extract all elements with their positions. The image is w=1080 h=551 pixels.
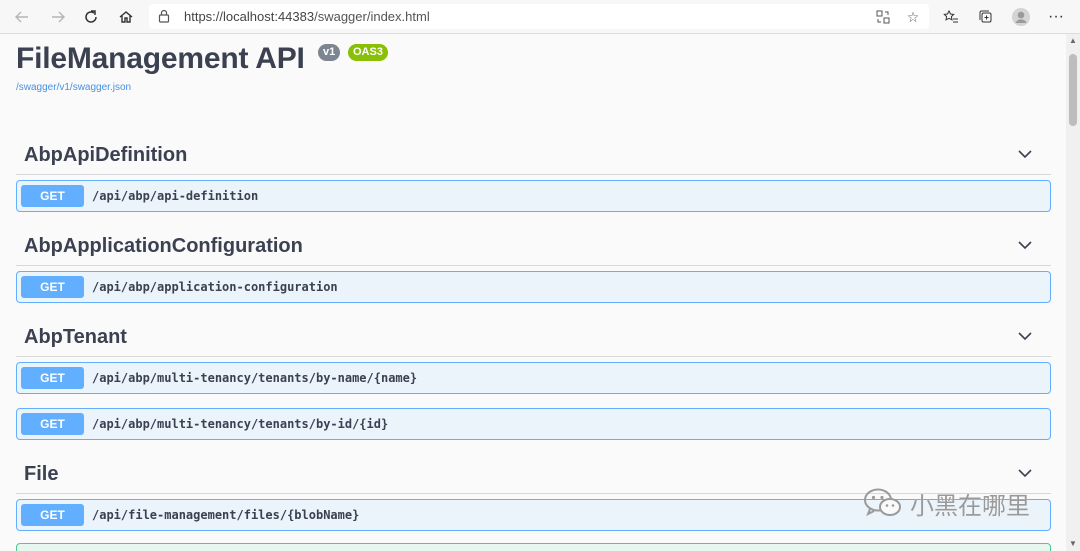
tag-section-file: File GET /api/file-management/files/{blo… — [16, 455, 1051, 551]
wechat-icon — [864, 488, 901, 517]
tag-section-abpapidefinition: AbpApiDefinition GET /api/abp/api-defini… — [16, 136, 1051, 212]
watermark-text: 小黑在哪里 — [910, 491, 1030, 520]
tag-section-abpapplicationconfiguration: AbpApplicationConfiguration GET /api/abp… — [16, 227, 1051, 303]
tag-header[interactable]: AbpApplicationConfiguration — [16, 227, 1051, 266]
refresh-icon[interactable] — [78, 4, 104, 30]
scrollbar-thumb[interactable] — [1069, 54, 1077, 126]
method-badge: GET — [21, 276, 84, 298]
tag-name: AbpApplicationConfiguration — [24, 235, 303, 257]
browser-toolbar: https://localhost:44383/swagger/index.ht… — [0, 0, 1080, 34]
tag-name: AbpTenant — [24, 326, 127, 348]
operation-path: /api/abp/multi-tenancy/tenants/by-name/{… — [92, 371, 418, 385]
operation-path: /api/abp/application-configuration — [92, 280, 338, 294]
operation-path: /api/file-management/files/{blobName} — [92, 508, 360, 522]
url-path: /swagger/index.html — [314, 9, 430, 24]
forward-arrow-icon[interactable] — [45, 4, 71, 30]
scroll-up-icon[interactable]: ▲ — [1069, 36, 1077, 45]
version-badge: v1 — [318, 44, 341, 61]
oas-badge: OAS3 — [348, 44, 388, 61]
watermark: 小黑在哪里 — [862, 486, 1030, 520]
tag-header[interactable]: File — [16, 455, 1051, 494]
chevron-down-icon[interactable] — [1017, 328, 1033, 344]
back-arrow-icon[interactable] — [9, 4, 35, 30]
profile-icon[interactable] — [1008, 4, 1034, 30]
address-bar[interactable]: https://localhost:44383/swagger/index.ht… — [149, 4, 929, 29]
url-host: https://localhost:44383 — [184, 9, 315, 24]
operation-row[interactable]: GET /api/file-management/files/{blobName… — [16, 499, 1051, 531]
spec-link[interactable]: /swagger/v1/swagger.json — [16, 82, 132, 93]
url-text: https://localhost:44383/swagger/index.ht… — [184, 9, 430, 24]
collections-icon[interactable] — [973, 4, 999, 30]
swagger-page: FileManagement API v1 OAS3 /swagger/v1/s… — [0, 34, 1066, 551]
chevron-down-icon[interactable] — [1017, 146, 1033, 162]
chevron-down-icon[interactable] — [1017, 237, 1033, 253]
operation-row[interactable]: GET /api/abp/multi-tenancy/tenants/by-na… — [16, 362, 1051, 394]
operation-row[interactable]: GET /api/abp/application-configuration — [16, 271, 1051, 303]
read-aloud-icon[interactable] — [873, 7, 893, 27]
tag-name: AbpApiDefinition — [24, 144, 188, 166]
scroll-down-icon[interactable]: ▼ — [1069, 539, 1077, 548]
home-icon[interactable] — [113, 4, 139, 30]
method-badge: GET — [21, 413, 84, 435]
tag-header[interactable]: AbpTenant — [16, 318, 1051, 357]
chevron-down-icon[interactable] — [1017, 465, 1033, 481]
page-scrollbar[interactable]: ▲ ▼ — [1066, 34, 1080, 551]
operation-row[interactable]: GET /api/abp/api-definition — [16, 180, 1051, 212]
star-icon[interactable]: ☆ — [906, 8, 920, 25]
tag-header[interactable]: AbpApiDefinition — [16, 136, 1051, 175]
operation-row[interactable]: GET /api/abp/multi-tenancy/tenants/by-id… — [16, 408, 1051, 440]
operation-path: /api/abp/multi-tenancy/tenants/by-id/{id… — [92, 417, 389, 431]
method-badge: GET — [21, 504, 84, 526]
lock-icon[interactable] — [157, 9, 171, 28]
method-badge: GET — [21, 185, 84, 207]
method-badge: GET — [21, 367, 84, 389]
operation-path: /api/abp/api-definition — [92, 189, 259, 203]
tag-name: File — [24, 463, 59, 485]
favorites-list-icon[interactable] — [938, 4, 964, 30]
tag-section-abptenant: AbpTenant GET /api/abp/multi-tenancy/ten… — [16, 318, 1051, 440]
more-icon[interactable]: ··· — [1048, 8, 1064, 25]
operation-row-partial[interactable] — [16, 543, 1051, 551]
api-title: FileManagement API — [16, 42, 305, 75]
